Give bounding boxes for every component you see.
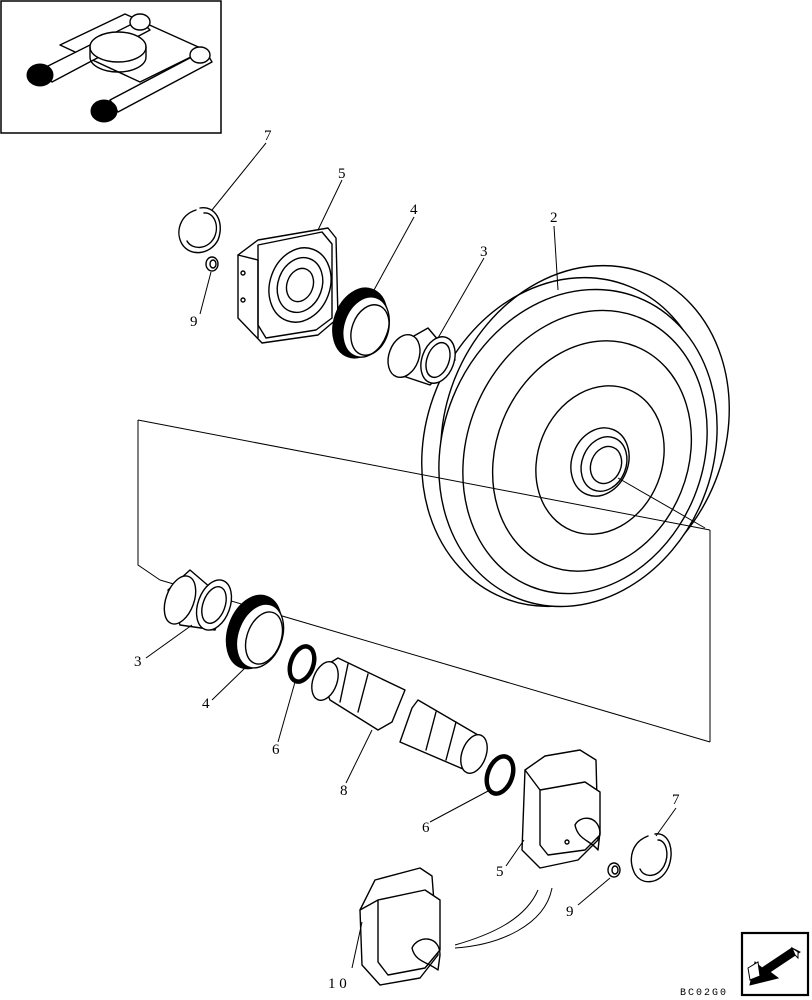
shaft: [311, 657, 488, 774]
reference-code: BC02G0: [680, 988, 728, 999]
seal-bottom: [225, 594, 285, 670]
bushing-top: [387, 327, 456, 386]
callout-4-bottom: 4: [202, 696, 210, 712]
plug-top: [205, 256, 219, 272]
callout-9-top: 9: [190, 314, 198, 330]
callout-8: 8: [340, 783, 348, 799]
callout-6-right: 6: [422, 820, 430, 836]
callout-7-bottom: 7: [672, 792, 680, 808]
callout-3-top: 3: [480, 244, 488, 260]
callout-5-top: 5: [338, 166, 346, 182]
alternate-pointer: [454, 887, 553, 949]
seal-top: [332, 287, 390, 359]
callout-10: 1 0: [328, 976, 347, 992]
callout-6-left: 6: [272, 742, 280, 758]
snap-ring-bottom: [630, 833, 672, 883]
callout-5-bottom: 5: [496, 864, 504, 880]
plug-bottom: [607, 862, 621, 878]
callout-7-top: 7: [264, 128, 272, 144]
callout-2: 2: [550, 210, 558, 226]
leader-lines: [145, 142, 677, 969]
o-ring-left: [287, 644, 317, 684]
bracket-alternate: [359, 867, 441, 986]
locator-thumbnail: [0, 0, 222, 134]
nav-back-button[interactable]: [740, 931, 810, 997]
arrow-back-icon: [747, 946, 801, 986]
callout-4-top: 4: [410, 202, 418, 218]
bushing-bottom: [163, 569, 233, 631]
o-ring-right: [484, 754, 516, 796]
idler-wheel: [421, 264, 730, 608]
bracket-top: [237, 227, 339, 344]
snap-ring-top: [178, 207, 221, 254]
callout-3-bottom: 3: [134, 654, 142, 670]
bracket-bottom: [521, 749, 601, 869]
callout-9-bottom: 9: [566, 904, 574, 920]
